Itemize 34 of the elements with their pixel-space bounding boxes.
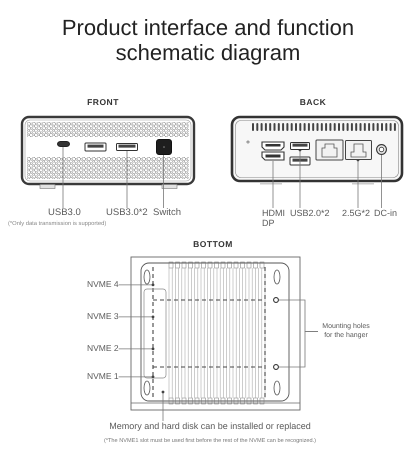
port-label: USB3.0*2 (106, 208, 148, 219)
leader-line (272, 160, 274, 208)
title: Product interface and function schematic diagram (60, 15, 356, 65)
port-label: Switch (153, 208, 181, 219)
mounting-hole-icon (273, 364, 279, 370)
power-button-icon (156, 139, 172, 155)
ethernet-port-icon (345, 140, 372, 160)
usb-port-icon (290, 142, 310, 150)
slot-label: NVME 1 (87, 372, 119, 382)
port-label: HDMI DP (262, 208, 285, 229)
view-heading: BOTTOM (193, 240, 233, 250)
slot-label: NVME 4 (87, 280, 119, 290)
slot-label: NVME 3 (87, 312, 119, 322)
leader-line (381, 154, 382, 208)
slot-label: NVME 2 (87, 344, 119, 354)
leader-line (356, 158, 360, 208)
port-label: 2.5G*2 (342, 208, 370, 218)
port-label: DC-in (374, 208, 398, 218)
usb-port-icon (116, 143, 138, 151)
view-heading: BACK (300, 98, 326, 108)
port-label: USB2.0*2 (290, 208, 330, 218)
view-heading: FRONT (87, 98, 119, 108)
usb-c-port-icon (57, 141, 70, 147)
leader-line (118, 315, 154, 318)
port-label: USB3.0 (48, 208, 81, 219)
leader-line (162, 390, 164, 422)
video-port-icon (261, 141, 285, 161)
leader-line (118, 375, 154, 378)
mounting-hole-icon (273, 297, 279, 303)
leader-line (298, 148, 302, 208)
leader-line (118, 283, 154, 286)
leader-line (118, 347, 154, 350)
callout-text: Memory and hard disk can be installed or replaced (109, 421, 311, 432)
leader-line (278, 331, 318, 368)
